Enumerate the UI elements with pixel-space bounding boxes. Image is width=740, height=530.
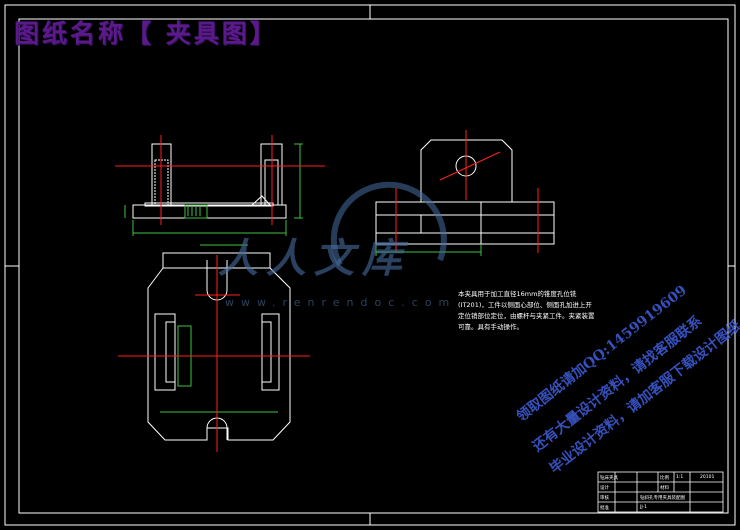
tb-r4c0: 批准 (600, 506, 609, 511)
top-view (147, 244, 291, 441)
tb-r3c4: 钻斜孔专用夹具装配图 (640, 496, 685, 501)
front-view (124, 143, 303, 236)
tb-r1c0: 钻床夹具 (600, 476, 618, 481)
tb-r2c0: 设计 (600, 486, 609, 491)
top-view-centerlines (118, 255, 310, 452)
drawing-title: 图纸名称【 夹具图】 (14, 19, 278, 48)
tb-r4c4: JJ-1 (640, 505, 647, 510)
watermark-brand: 人人文库 (218, 235, 410, 282)
tb-r1c4: 20101 (700, 475, 715, 480)
tb-r2c2: 材料 (660, 486, 669, 491)
title-block (597, 471, 724, 513)
tb-r1c3: 1:1 (676, 475, 684, 480)
front-view-centerlines (115, 135, 325, 225)
tb-r1c2: 比例 (660, 476, 669, 481)
side-view-centerlines (395, 130, 539, 253)
watermark-url: www.renrendoc.com (225, 296, 457, 309)
watermark-logo (330, 181, 447, 267)
tb-r3c0: 审核 (600, 496, 609, 501)
technical-note: 本夹具用于加工直径16mm的锥度孔位铣(IT201)，工件以侧面心部位、侧面孔加… (458, 290, 595, 331)
